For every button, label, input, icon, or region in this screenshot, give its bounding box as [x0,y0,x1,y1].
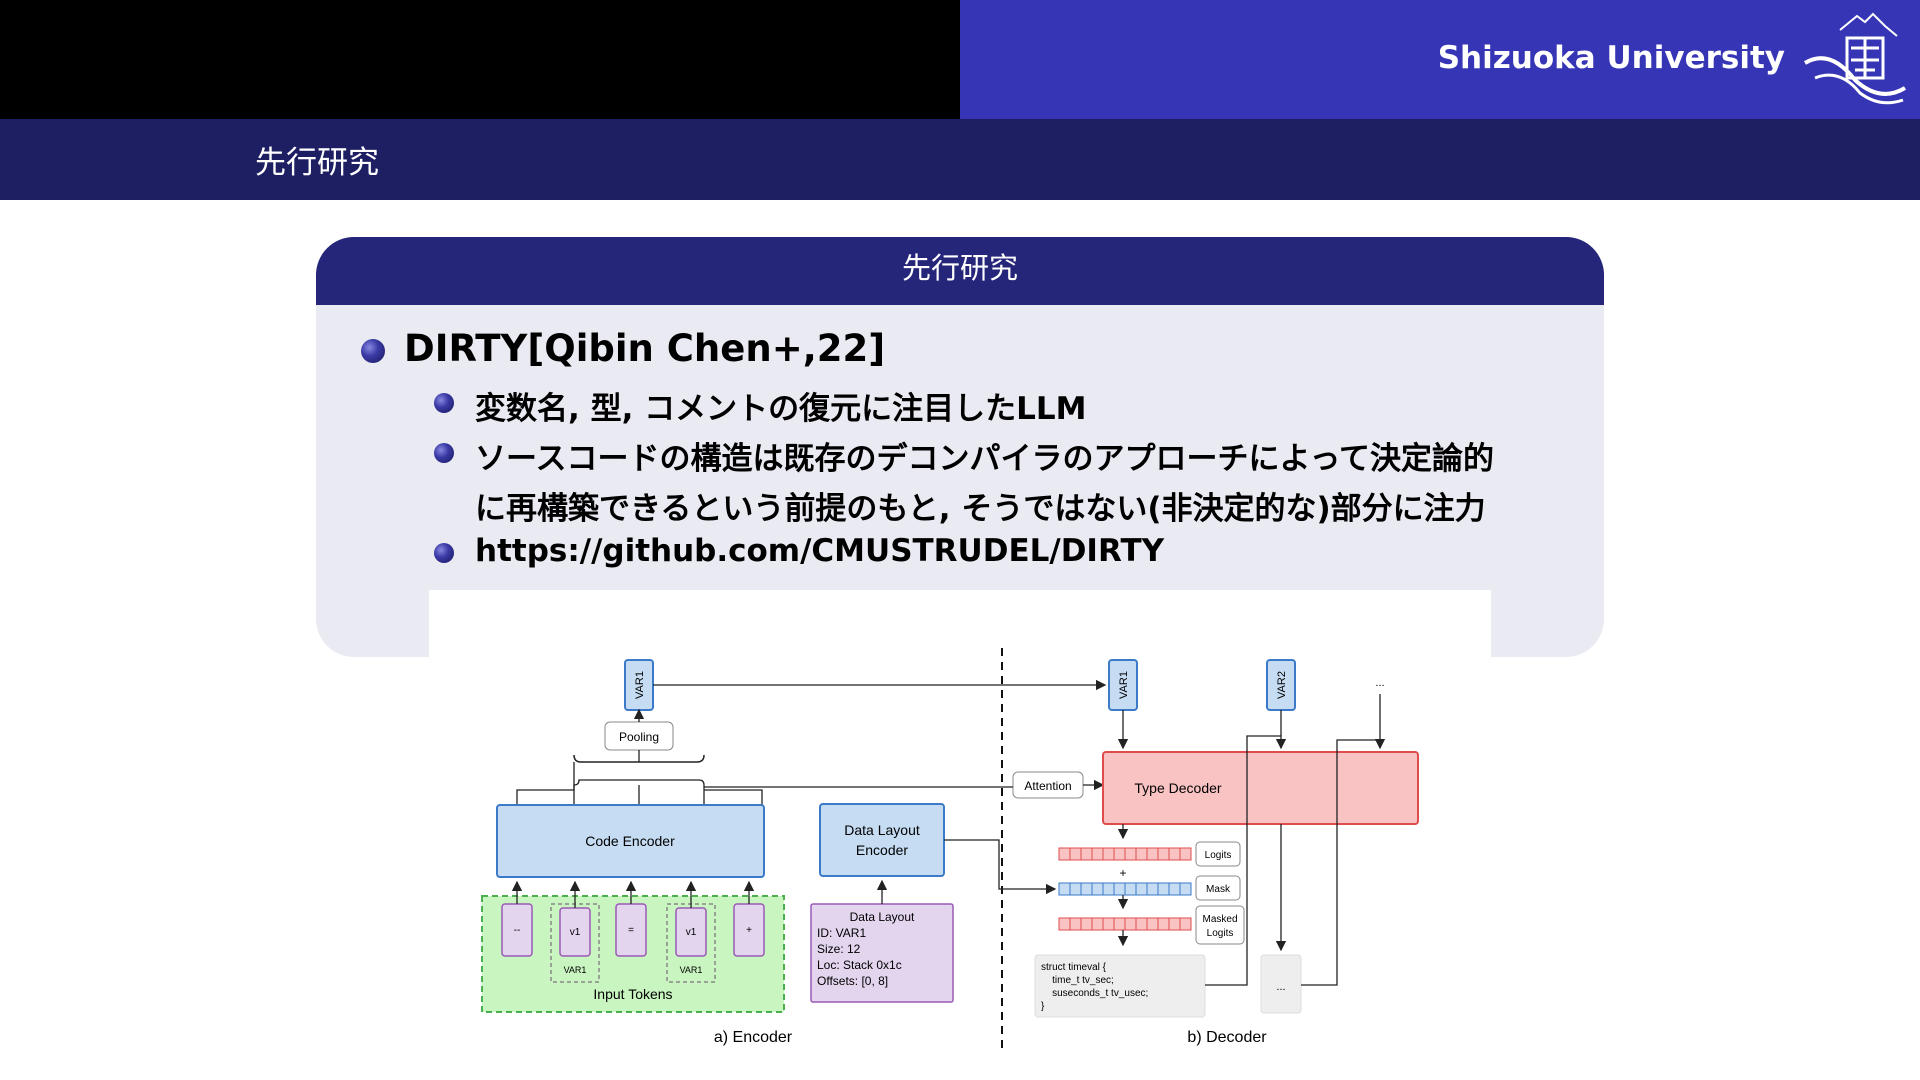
data-layout-line: Offsets: [0, 8] [817,974,888,988]
masked-logits-label-1: Masked [1202,914,1237,925]
caption-decoder: b) Decoder [1187,1029,1267,1046]
type-decoder-label: Type Decoder [1134,780,1221,796]
attention-label: Attention [1024,779,1071,793]
university-name: Shizuoka University [1437,40,1785,76]
frame-title: 先行研究 [255,145,379,181]
logits-bar [1058,847,1192,861]
struct-line: struct timeval { [1041,962,1107,973]
mask-tag [1195,875,1241,901]
struct-line: } [1041,1001,1045,1012]
token-var-label: VAR1 [564,965,587,975]
pooling-label: Pooling [619,730,659,744]
caption-encoder: a) Encoder [714,1029,793,1046]
bullet-icon [361,339,385,363]
masked-logits-label-2: Logits [1207,928,1234,939]
plus-label: + [1119,866,1126,880]
ellipsis-label: ... [1375,677,1384,689]
data-layout-encoder-box [819,803,945,877]
type-decoder-box [1102,751,1419,825]
top-bar-left [0,0,960,119]
list-item-github-link[interactable]: https://github.com/CMUSTRUDEL/DIRTY [475,533,1165,569]
token-var-label: VAR1 [680,965,703,975]
data-layout-encoder-label-1: Data Layout [844,822,920,838]
data-layout-encoder-label-2: Encoder [856,842,908,858]
logits-tag [1195,841,1241,867]
struct-line: time_t tv_sec; [1041,975,1114,986]
logits-label: Logits [1205,850,1232,861]
masked-logits-tag [1195,905,1245,945]
bullet-icon [434,393,454,413]
frame-title-bar: 先行研究 [0,119,1920,200]
top-bar-right: Shizuoka University [960,0,1920,119]
code-encoder-label: Code Encoder [585,833,675,849]
var1-decoder-label: VAR1 [1118,671,1130,699]
next-output-ellipsis: ... [1276,981,1285,993]
token-label: -- [514,925,521,936]
data-layout-title: Data Layout [850,910,915,924]
bullet-icon [434,543,454,563]
data-layout-line: Loc: Stack 0x1c [817,958,902,972]
block-title: 先行研究 [316,237,1604,305]
university-logo-icon [1803,12,1907,105]
mask-label: Mask [1206,884,1231,895]
content-block: 先行研究 [316,237,1604,657]
list-item-dirty: DIRTY[Qibin Chen+,22] [404,327,886,370]
masked-logits-bar [1058,917,1192,931]
list-item-decompiler-2: に再構築できるという前提のもと, そうではない(非決定的な)部分に注力 [475,491,1486,527]
input-tokens-label: Input Tokens [593,986,672,1002]
data-layout-line: ID: VAR1 [817,926,866,940]
token-label: + [746,925,752,936]
var1-embedding-label: VAR1 [634,671,646,699]
next-output-box [1260,954,1302,1014]
token-label: v1 [686,927,697,938]
token-label: = [628,925,634,936]
bullet-icon [434,443,454,463]
list-item-decompiler-1: ソースコードの構造は既存のデコンパイラのアプローチによって決定論的 [475,441,1494,477]
architecture-diagram: VAR1 Pooling Code Encoder Input Tokens -… [481,648,1419,1050]
struct-output-box [1034,954,1206,1018]
mask-bar [1058,882,1192,896]
var2-decoder-label: VAR2 [1276,671,1288,699]
struct-line: suseconds_t tv_usec; [1041,988,1148,999]
data-layout-line: Size: 12 [817,942,861,956]
list-item-llm: 変数名, 型, コメントの復元に注目したLLM [475,391,1087,427]
token-label: v1 [570,927,581,938]
architecture-figure: VAR1 Pooling Code Encoder Input Tokens -… [429,590,1491,1060]
code-encoder-box [496,804,765,878]
